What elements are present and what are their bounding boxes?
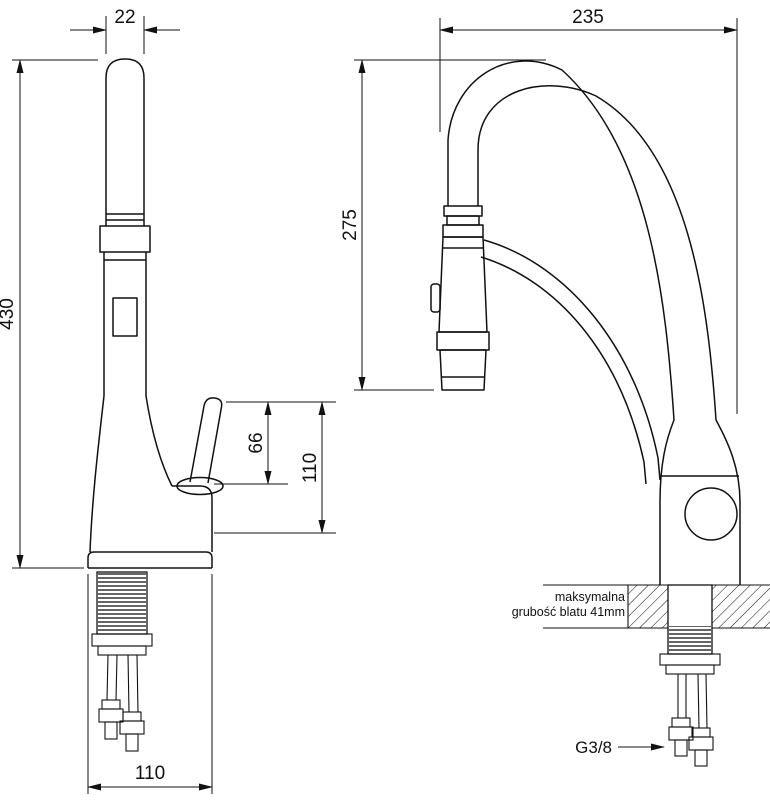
supply-hoses xyxy=(668,673,714,767)
spout-outer-curve xyxy=(447,60,675,585)
handle-lever xyxy=(189,397,223,484)
thread-label: G3/8 xyxy=(575,738,612,757)
dim-label-reach: 235 xyxy=(572,7,604,28)
dim-label-spout-width: 22 xyxy=(114,7,135,28)
counter-note-line2: grubość blatu 41mm xyxy=(512,605,625,619)
dim-label-base-width: 110 xyxy=(135,763,165,784)
spout-window-detail xyxy=(112,297,138,337)
spray-nozzle xyxy=(439,349,487,391)
dim-label-upper-height: 110 xyxy=(300,453,321,483)
spray-head-button xyxy=(430,283,441,313)
thread-callout: G3/8 xyxy=(575,738,665,757)
hose-hex-fitting xyxy=(98,708,124,723)
faucet-body-housing xyxy=(87,485,213,569)
dim-spout-width: 22 xyxy=(70,7,180,54)
pullout-hose xyxy=(483,239,661,481)
shank-threads xyxy=(669,626,711,653)
left-dimensions: 22 430 66 110 xyxy=(0,7,336,794)
dim-label-spout-height: 275 xyxy=(340,209,361,241)
mounting-bracket xyxy=(659,653,721,666)
handle-collar xyxy=(176,476,224,496)
right-dimensions: 235 275 G3/8 xyxy=(340,7,738,757)
pullout-hose xyxy=(480,256,647,485)
dim-handle-height: 66 xyxy=(214,401,336,485)
counter-note-line1: maksymalna xyxy=(555,590,625,604)
faucet-spout-column xyxy=(89,58,173,553)
dim-reach: 235 xyxy=(439,7,738,414)
right-mounting-hardware xyxy=(659,584,721,767)
left-view: 22 430 66 110 xyxy=(0,7,336,794)
dim-spout-height: 275 xyxy=(340,59,546,391)
right-view: maksymalna grubość blatu 41mm xyxy=(340,7,770,767)
spray-head xyxy=(430,205,490,391)
dim-total-height: 430 xyxy=(0,59,98,569)
faucet-profile-outline xyxy=(447,60,741,585)
left-mounting-hardware xyxy=(91,571,153,752)
faucet-handle xyxy=(176,397,224,496)
dim-base-width: 110 xyxy=(87,574,213,794)
shank-threads xyxy=(98,573,146,633)
dim-upper-height: 110 xyxy=(214,401,336,534)
hose-hex-fitting xyxy=(119,720,145,735)
dim-label-handle-height: 66 xyxy=(246,432,267,453)
spout-inner-curve xyxy=(477,85,741,585)
mounting-bracket xyxy=(91,633,153,647)
body-ball-joint xyxy=(684,487,738,541)
counter-slab: maksymalna grubość blatu 41mm xyxy=(512,584,770,629)
dim-label-total-height: 430 xyxy=(0,298,18,330)
supply-hoses xyxy=(98,654,145,752)
